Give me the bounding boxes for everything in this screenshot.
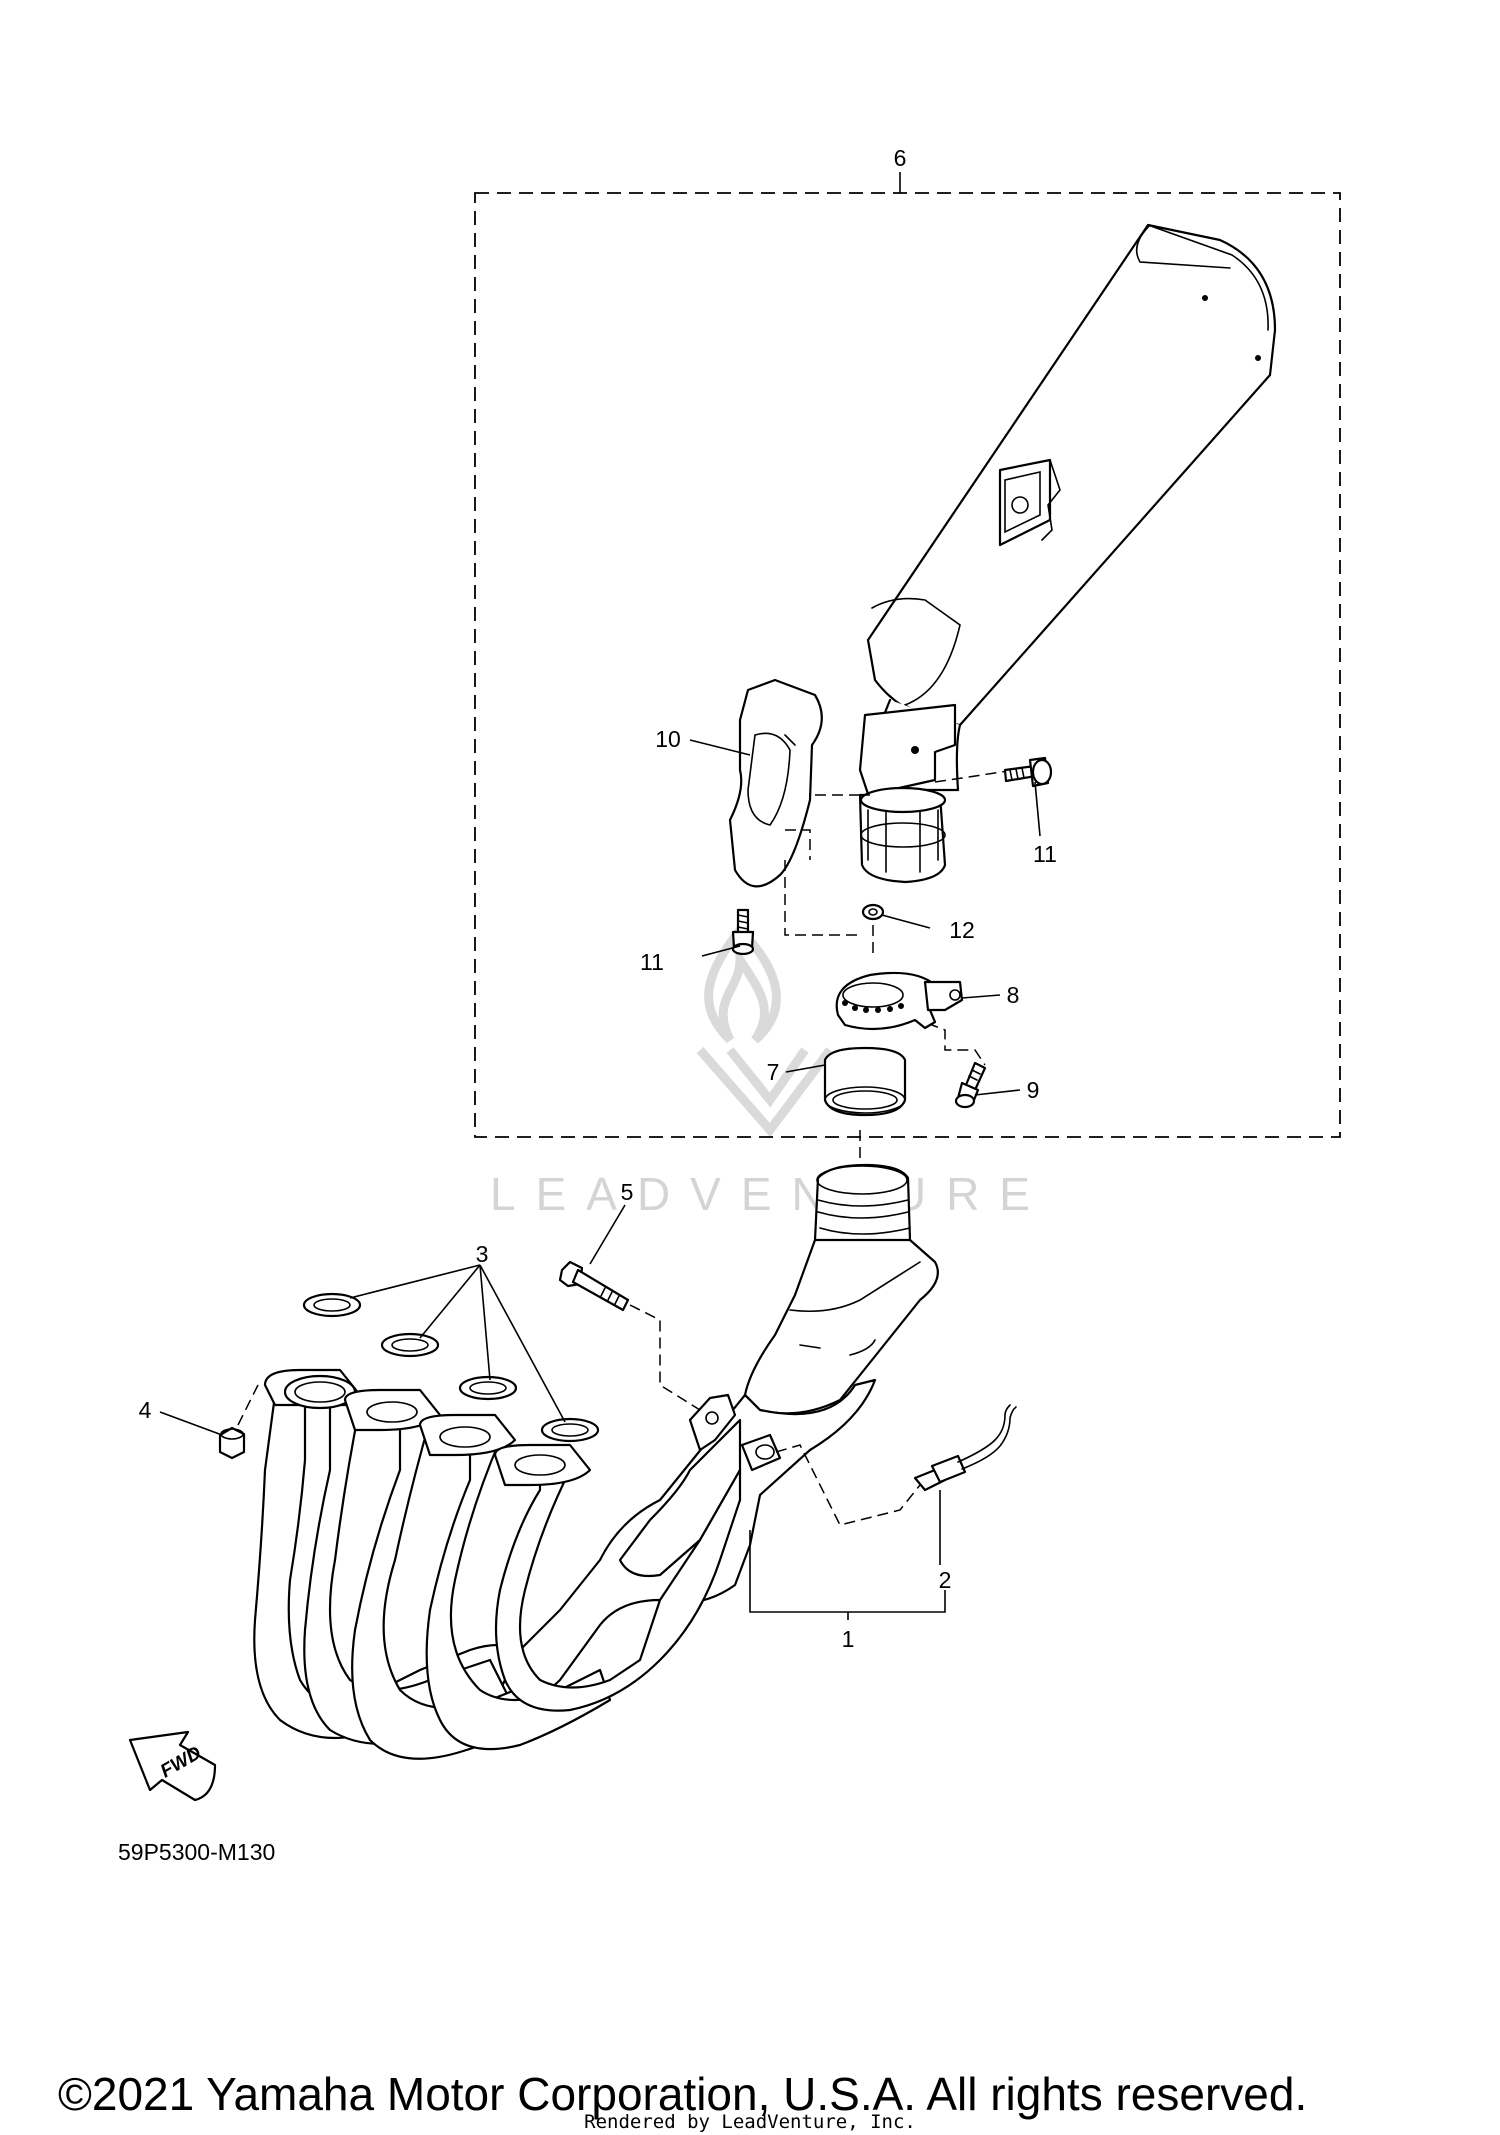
callout-11-right: 11 — [1033, 841, 1057, 867]
muffler-assembly-boundary — [474, 192, 1341, 1138]
clamp-8 — [835, 971, 964, 1031]
install-line-nut — [237, 1384, 259, 1426]
install-line-bolt-5 — [629, 1304, 701, 1411]
callout-12: 12 — [949, 917, 975, 943]
callout-9: 9 — [1027, 1077, 1040, 1103]
bolt-5 — [558, 1260, 630, 1312]
callout-2: 2 — [939, 1567, 952, 1593]
muffler-inlet-pipe — [858, 786, 947, 884]
bolt-9 — [954, 1061, 987, 1109]
nut-4 — [218, 1426, 246, 1460]
callout-10: 10 — [655, 726, 681, 752]
callout-6: 6 — [894, 145, 907, 171]
callout-leaders — [159, 739, 1041, 1620]
protector-10 — [728, 678, 823, 888]
copyright-notice: ©2021 Yamaha Motor Corporation, U.S.A. A… — [58, 2068, 1307, 2120]
watermark-text: LEADVENTURE — [490, 1168, 1050, 1220]
exhaust-pipe-assembly — [253, 1163, 939, 1760]
washer-12 — [861, 903, 885, 921]
diagram-code: 59P5300-M130 — [118, 1839, 275, 1865]
muffler — [866, 223, 1277, 792]
header-gaskets-3 — [302, 1292, 600, 1443]
install-line-bolt-11a — [934, 769, 1016, 783]
rendered-by-notice: Rendered by LeadVenture, Inc. — [584, 2111, 916, 2133]
callout-11-left: 11 — [640, 949, 664, 975]
bolt-11-right — [1003, 756, 1053, 788]
callout-1: 1 — [842, 1626, 855, 1652]
install-line-bolt-9 — [879, 1004, 986, 1066]
callout-4: 4 — [139, 1397, 152, 1423]
callout-7: 7 — [767, 1059, 780, 1085]
gasket-7 — [823, 1046, 907, 1117]
watermark: LEADVENTURE — [490, 923, 1050, 1220]
watermark-logo-icon — [696, 923, 834, 1138]
callout-8: 8 — [1007, 982, 1020, 1008]
muffler-link-bracket — [858, 703, 957, 802]
callout-5: 5 — [621, 1179, 634, 1205]
install-line-protector — [784, 860, 860, 936]
fwd-arrow-icon: FWD — [128, 1730, 217, 1802]
callout-3: 3 — [476, 1241, 489, 1267]
o2-sensor-2 — [913, 1404, 1017, 1492]
